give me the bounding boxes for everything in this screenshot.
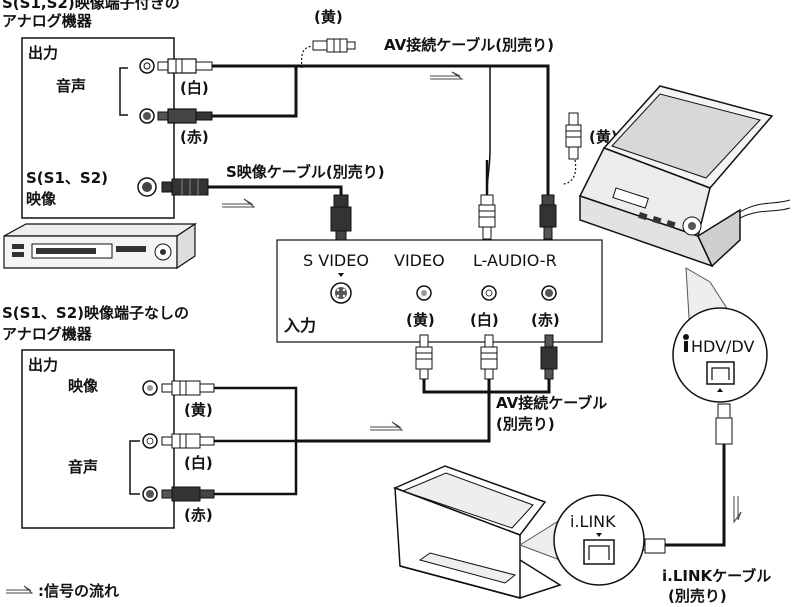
ilink-symbol-icon (683, 334, 689, 352)
av-cable-label: AV接続ケーブル(別売り) (384, 36, 554, 54)
yellow-video-jack-icon (142, 380, 158, 396)
svideo-panel-plug-icon (330, 194, 352, 242)
bottom-device-caption-line2: アナログ機器 (2, 325, 93, 343)
top-white-label: (白) (180, 79, 209, 97)
hdv-dv-port-callout: HDV/DV (672, 267, 768, 403)
top-device-audio-label: 音声 (56, 77, 86, 95)
panel-red-label: (赤) (531, 311, 560, 329)
audio-panel-plug-icon (539, 194, 557, 240)
svideo-label-line1: S(S1、S2) (26, 169, 108, 187)
vcr-icon (3, 222, 197, 270)
audio-bracket (119, 67, 128, 116)
svideo-label-line2: 映像 (26, 190, 57, 208)
audio-l-input-jack-icon (481, 285, 497, 301)
video-input-label: VIDEO (394, 251, 445, 270)
top-analog-device: S(S1,S2)映像端子付きの アナログ機器 出力 音声 S(S1、S2) 映像 (2, 0, 180, 219)
bottom-yellow-plug-icon (161, 380, 215, 396)
input-label: 入力 (284, 316, 316, 335)
s-video-cable-label: S映像ケーブル(別売り) (226, 163, 385, 181)
bottom-panel-plugs (415, 334, 558, 380)
bottom-device-caption-line1: S(S1、S2)映像端子なしの (2, 304, 189, 322)
white-audio-jack-bottom-icon (142, 433, 158, 449)
white-rca-plug-icon (157, 58, 213, 74)
input-panel: S VIDEO VIDEO L-AUDIO-R 入力 (黄) (白) (赤) (276, 239, 603, 343)
outline-right-arrow-icon (222, 198, 256, 208)
outline-right-arrow-icon (370, 421, 404, 431)
video-input-jack-icon (416, 285, 432, 301)
svideo-jack-icon (137, 177, 157, 197)
yellow-panel-plug-icon (415, 334, 433, 380)
bottom-cables: (黄) (白) (赤) AV接続ケーブル (別売り) (161, 379, 607, 524)
svideo-input-label: S VIDEO (303, 251, 369, 270)
audio-r-input-jack-icon (541, 285, 557, 301)
ilink-port-icon (706, 361, 735, 392)
bottom-white-label: (白) (184, 454, 213, 472)
svideo-input-jack-icon (330, 273, 352, 304)
outline-right-arrow-icon (6, 585, 34, 594)
panel-white-label: (白) (470, 311, 499, 329)
white-panel-plug-icon (480, 334, 498, 380)
top-device-output-label: 出力 (28, 44, 58, 62)
outline-right-arrow-icon (430, 71, 464, 80)
top-red-label: (赤) (180, 128, 209, 146)
bottom-device-audio-label: 音声 (68, 458, 98, 476)
bottom-av-cable-label-line2: (別売り) (496, 415, 555, 433)
bottom-white-plug-icon (161, 433, 215, 449)
laptop-ilink-port-icon (583, 533, 615, 565)
bottom-device-output-label: 出力 (28, 356, 58, 374)
red-rca-plug-icon (157, 108, 213, 124)
top-cables: (黄) AV接続ケーブル(別売り) (黄) (白) (赤) S映像ケーブル(別売… (157, 8, 618, 242)
bottom-red-label: (赤) (184, 506, 213, 524)
ilink-cable: i.LINKケーブル (別売り) (630, 403, 771, 605)
ilink-cable-label-line2: (別売り) (668, 587, 727, 605)
bottom-red-plug-icon (161, 486, 215, 502)
panel-yellow-label: (黄) (406, 311, 435, 329)
yellow-rca-plug-right-icon (565, 112, 582, 160)
yellow-rca-plug-top-icon (312, 38, 356, 53)
bottom-audio-bracket (129, 440, 140, 495)
hdv-dv-port-label: HDV/DV (691, 337, 754, 356)
hdv-camcorder-icon (578, 85, 791, 268)
bottom-analog-device: S(S1、S2)映像端子なしの アナログ機器 出力 映像 音声 (2, 304, 189, 529)
red-audio-jack-icon (139, 108, 155, 124)
signal-flow-legend: :信号の流れ (6, 582, 119, 600)
laptop-ilink-label: i.LINK (570, 512, 616, 531)
outline-down-arrow-icon (733, 496, 742, 524)
red-audio-jack-bottom-icon (142, 486, 158, 502)
white-audio-jack-icon (139, 58, 155, 74)
video-panel-plug-icon (478, 194, 496, 240)
top-device-caption-line1: S(S1,S2)映像端子付きの (2, 0, 180, 12)
red-panel-plug-icon (540, 334, 558, 380)
bottom-device-video-label: 映像 (68, 377, 99, 395)
signal-flow-legend-text: :信号の流れ (38, 582, 119, 600)
bottom-yellow-label: (黄) (184, 401, 213, 419)
laptop-icon (393, 465, 562, 599)
audio-input-label: L-AUDIO-R (473, 251, 557, 270)
yellow-plug-label: (黄) (314, 8, 343, 26)
bottom-av-cable-label-line1: AV接続ケーブル (496, 394, 607, 412)
top-device-caption-line2: アナログ機器 (2, 12, 93, 30)
ilink-cable-label-line1: i.LINKケーブル (662, 567, 771, 585)
laptop-ilink-callout: i.LINK (518, 494, 645, 586)
